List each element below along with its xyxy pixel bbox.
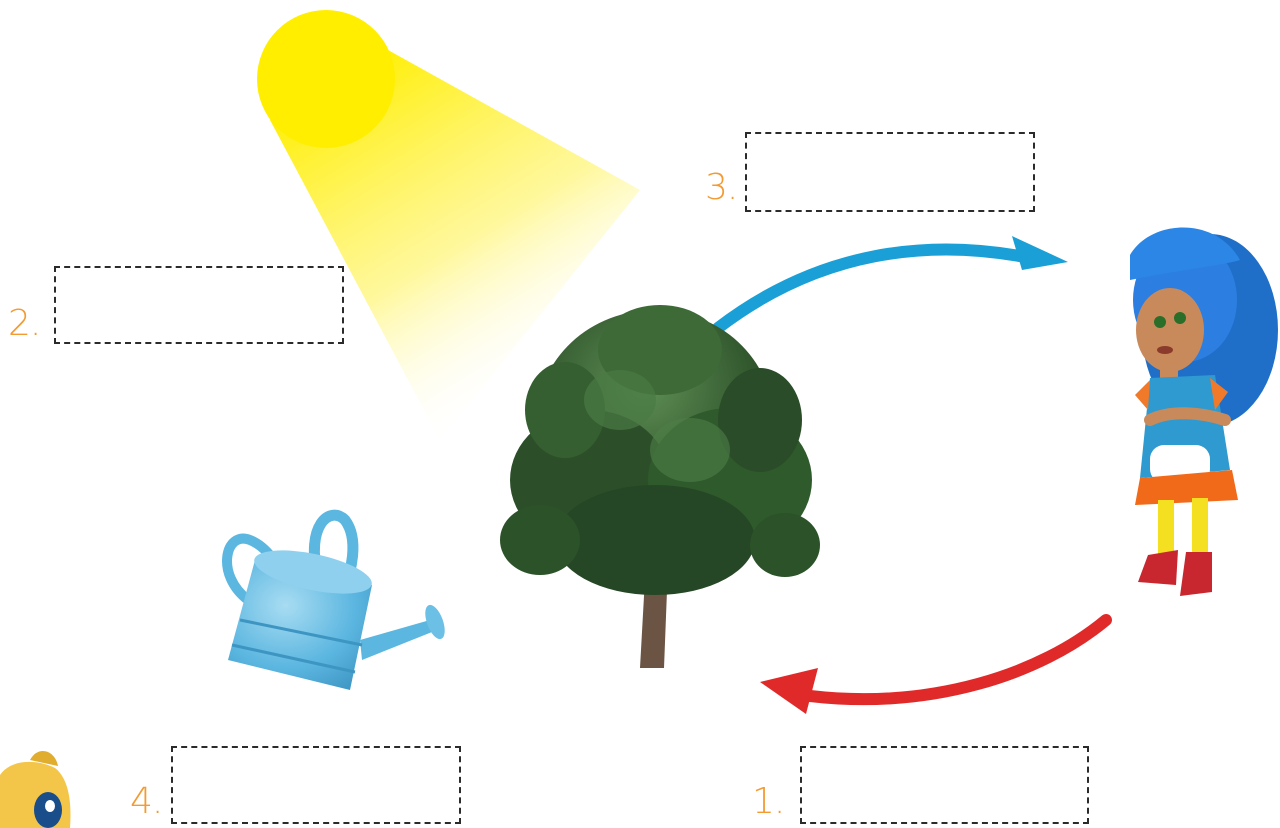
girl-character <box>1130 227 1278 596</box>
label-number-3: 3. <box>705 167 738 208</box>
mascot-partial <box>0 751 71 828</box>
answer-box-1[interactable] <box>800 746 1089 824</box>
sunlight-beam <box>270 40 640 440</box>
answer-box-3[interactable] <box>745 132 1035 212</box>
arrow-girl-to-tree <box>760 614 1112 714</box>
tree-illustration <box>500 305 820 668</box>
answer-box-4[interactable] <box>171 746 461 824</box>
label-number-2: 2. <box>8 303 41 344</box>
sun-icon <box>257 10 395 148</box>
label-number-4: 4. <box>130 781 163 822</box>
label-number-1: 1. <box>752 781 785 822</box>
answer-box-2[interactable] <box>54 266 344 344</box>
arrow-tree-to-girl <box>712 236 1068 334</box>
watering-can-icon <box>222 509 445 690</box>
